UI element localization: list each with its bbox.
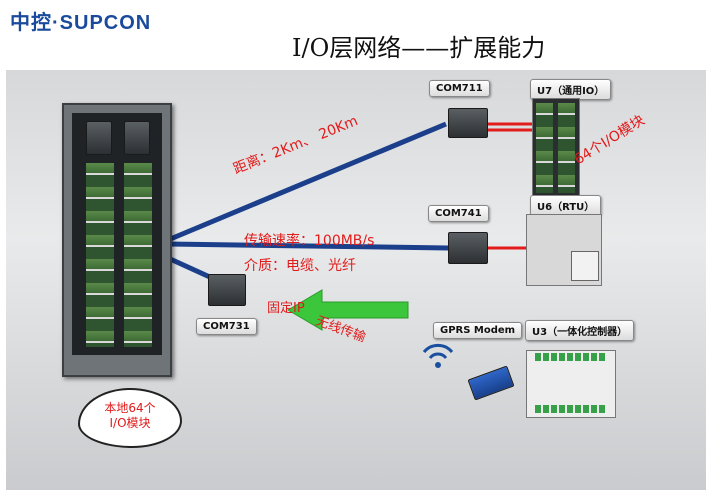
page-title: I/O层网络——扩展能力: [292, 34, 546, 62]
local-io-cloud: 本地64个 I/O模块: [78, 388, 182, 448]
medium-annotation: 介质：电缆、光纤: [244, 258, 356, 274]
fixed-ip-label: 固定IP: [267, 301, 305, 316]
com741-device: [448, 232, 488, 264]
cable-to-com741: [167, 241, 449, 251]
speed-annotation: 传输速率：100MB/s: [244, 233, 375, 249]
com711-device: [448, 108, 488, 138]
u6-display: [571, 251, 599, 281]
logo-en: SUPCON: [59, 12, 152, 34]
u6-rtu-device: [526, 214, 602, 286]
io-rail-right: [124, 163, 152, 347]
label-u6: U6（RTU）: [530, 195, 602, 216]
u3-terminal-top: [535, 353, 607, 361]
logo-cn: 中控: [10, 12, 52, 34]
wireless-arrow: [287, 289, 409, 331]
io-rail-left: [86, 163, 114, 347]
label-com711: COM711: [429, 80, 490, 97]
u3-terminal-bottom: [535, 405, 607, 413]
label-u3: U3（一体化控制器）: [525, 320, 635, 341]
wifi-icon: [422, 343, 454, 368]
local-control-cabinet: [62, 103, 172, 377]
local-io-line2: I/O模块: [109, 416, 151, 430]
local-io-line1: 本地64个: [104, 401, 156, 415]
com731-device: [208, 274, 246, 306]
cable-to-com711: [167, 121, 447, 243]
u7-rail-right: [558, 103, 575, 193]
label-u7: U7（通用IO）: [530, 79, 612, 100]
switch-module: [124, 121, 150, 155]
label-gprs-modem: GPRS Modem: [433, 322, 523, 339]
u3-controller-device: [526, 350, 616, 418]
logo-sep: ·: [52, 12, 60, 34]
u7-io-panel: [532, 98, 580, 198]
label-com731: COM731: [196, 318, 257, 335]
cable-to-com731: [166, 255, 214, 281]
u7-rail-left: [536, 103, 553, 193]
label-com741: COM741: [428, 205, 489, 222]
cabinet-interior: [72, 113, 162, 355]
controller-module: [86, 121, 112, 155]
supcon-logo: 中控·SUPCON: [10, 6, 151, 35]
